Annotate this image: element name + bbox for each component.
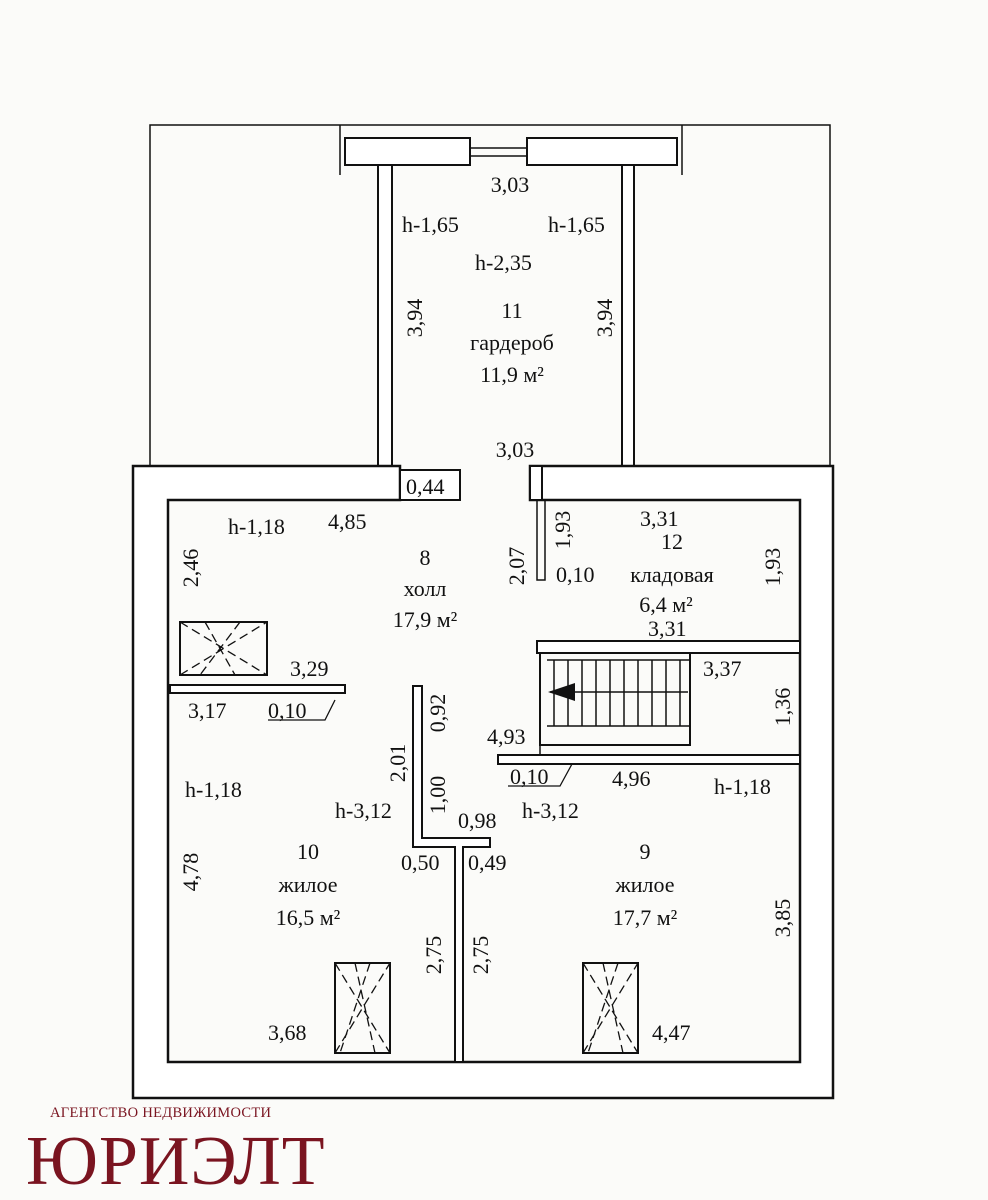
wardrobe-left-wall bbox=[377, 164, 393, 467]
dim: 0,44 bbox=[406, 474, 445, 499]
dim: h-2,35 bbox=[475, 250, 532, 275]
attic-outline bbox=[149, 124, 831, 466]
dim: 1,00 bbox=[425, 776, 450, 815]
room9-top-wall bbox=[497, 754, 801, 765]
dim: 2,46 bbox=[178, 549, 203, 588]
storage-bottom-wall bbox=[536, 640, 801, 654]
top-wall bbox=[339, 125, 683, 175]
dim: 3,94 bbox=[592, 299, 617, 338]
dim: 2,07 bbox=[504, 547, 529, 586]
dim: h-1,18 bbox=[714, 774, 771, 799]
dim: 3,94 bbox=[402, 299, 427, 338]
dim: 4,78 bbox=[178, 853, 203, 892]
room-11-number: 11 bbox=[501, 298, 522, 323]
dim: 3,03 bbox=[491, 172, 530, 197]
dim: h-3,12 bbox=[522, 798, 579, 823]
room-12-name: кладовая bbox=[630, 562, 714, 587]
dim: 0,98 bbox=[458, 808, 497, 833]
dim: 4,93 bbox=[487, 724, 526, 749]
dim: h-1,65 bbox=[402, 212, 459, 237]
dim: 0,49 bbox=[468, 850, 507, 875]
dim: 2,75 bbox=[421, 936, 446, 975]
room-10-number: 10 bbox=[297, 839, 319, 864]
logo: ЮРИЭЛТ bbox=[26, 1123, 326, 1200]
dim: 4,85 bbox=[328, 509, 367, 534]
room-11-area: 11,9 м² bbox=[480, 362, 544, 387]
dim: 2,75 bbox=[468, 936, 493, 975]
room-8-area: 17,9 м² bbox=[393, 607, 458, 632]
dim: 1,36 bbox=[770, 688, 795, 727]
dim: 1,93 bbox=[760, 548, 785, 587]
dim: 3,29 bbox=[290, 656, 329, 681]
dim: 3,85 bbox=[770, 899, 795, 938]
room-12-number: 12 bbox=[661, 529, 683, 554]
dim: 3,68 bbox=[268, 1020, 307, 1045]
dim: 3,37 bbox=[703, 656, 742, 681]
logo-subtitle: АГЕНТСТВО НЕДВИЖИМОСТИ bbox=[50, 1105, 272, 1121]
dim: 4,47 bbox=[652, 1020, 691, 1045]
dim: 3,17 bbox=[188, 698, 227, 723]
dim: h-1,65 bbox=[548, 212, 605, 237]
dim: h-3,12 bbox=[335, 798, 392, 823]
dim: 3,31 bbox=[648, 616, 687, 641]
dim: 0,50 bbox=[401, 850, 440, 875]
dim: 1,93 bbox=[550, 511, 575, 550]
room-10-name: жилое bbox=[278, 872, 338, 897]
dim: h-1,18 bbox=[228, 514, 285, 539]
room-8-name: холл bbox=[404, 576, 447, 601]
wardrobe-right-wall bbox=[621, 164, 635, 467]
stair-arrow-icon bbox=[548, 683, 575, 701]
dim: 2,01 bbox=[385, 744, 410, 783]
window-hall bbox=[179, 621, 268, 676]
room-9-area: 17,7 м² bbox=[613, 905, 678, 930]
wall-block-right bbox=[529, 465, 543, 501]
room-12-area: 6,4 м² bbox=[639, 592, 693, 617]
dim: 0,10 bbox=[268, 698, 307, 723]
dim: 3,31 bbox=[640, 506, 679, 531]
window-room9 bbox=[582, 962, 639, 1054]
room-9-name: жилое bbox=[615, 872, 675, 897]
dim: 0,10 bbox=[556, 562, 595, 587]
storage-wall bbox=[536, 500, 546, 581]
room10-top-wall bbox=[169, 684, 346, 694]
room-8-number: 8 bbox=[420, 545, 431, 570]
room-9-number: 9 bbox=[640, 839, 651, 864]
dim: 0,10 bbox=[510, 764, 549, 789]
room-10-area: 16,5 м² bbox=[276, 905, 341, 930]
window-room10 bbox=[334, 962, 391, 1054]
room-11-name: гардероб bbox=[470, 330, 554, 355]
dim: 4,96 bbox=[612, 766, 651, 791]
central-wall bbox=[412, 685, 491, 1063]
dim: 3,03 bbox=[496, 437, 535, 462]
dim: h-1,18 bbox=[185, 777, 242, 802]
dim: 0,92 bbox=[425, 694, 450, 733]
staircase bbox=[539, 652, 691, 757]
